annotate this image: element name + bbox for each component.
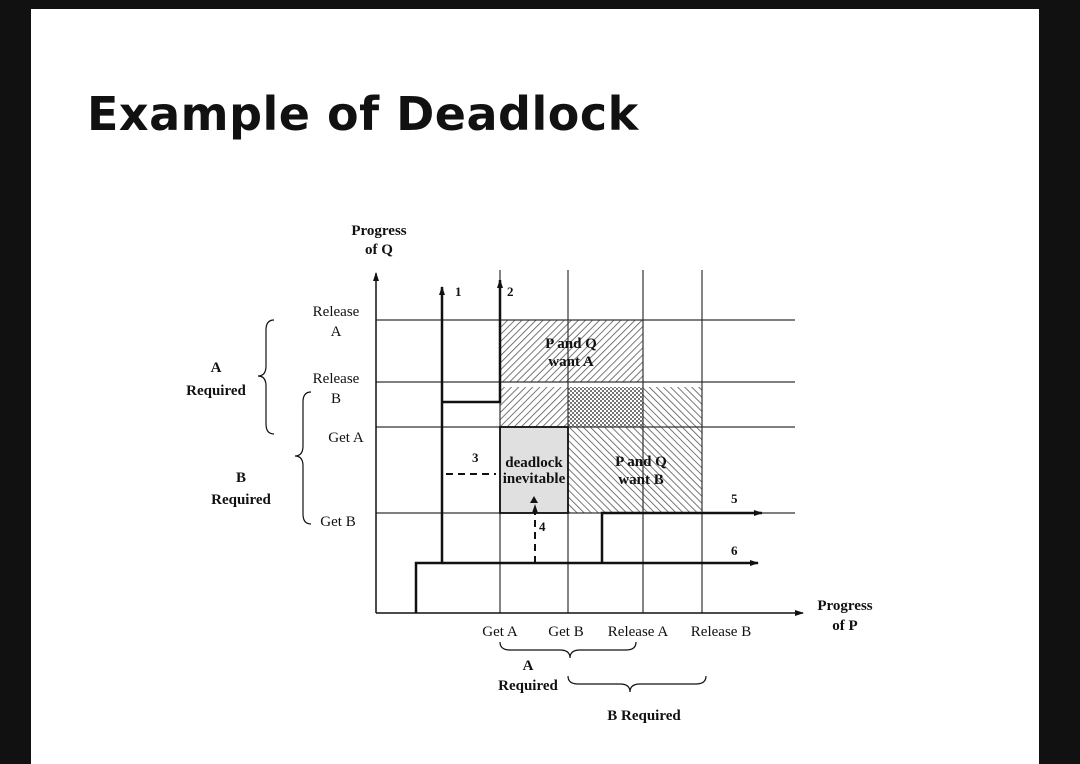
x-tick-get-b: Get B bbox=[548, 624, 583, 640]
path-2 bbox=[442, 279, 503, 404]
region-labels: P and Q want A P and Q want B deadlock i… bbox=[503, 336, 667, 503]
x-tick-release-b: Release B bbox=[691, 624, 751, 640]
path-label-4: 4 bbox=[539, 519, 546, 534]
y-tick-get-a: Get A bbox=[328, 430, 364, 446]
axis-titles: Progress of Q Progress of P bbox=[351, 223, 872, 634]
left-braces bbox=[257, 319, 312, 525]
y-tick-release-a-2: A bbox=[331, 324, 342, 340]
a-required-left-2: Required bbox=[186, 383, 246, 399]
b-required-bottom: B Required bbox=[607, 708, 681, 724]
y-axis-title-line1: Progress bbox=[351, 223, 406, 239]
bottom-braces bbox=[499, 641, 707, 693]
a-required-bottom-2: Required bbox=[498, 678, 558, 694]
y-tick-release-a-1: Release bbox=[313, 304, 360, 320]
pq-want-b-line2: want B bbox=[618, 472, 663, 488]
brace-b-required bbox=[294, 391, 312, 525]
left-brace-labels: A Required B Required bbox=[186, 360, 271, 508]
b-required-left-1: B bbox=[236, 470, 246, 486]
region-pq-want-a bbox=[500, 320, 643, 382]
y-axis-title-line2: of Q bbox=[365, 242, 393, 258]
region-overlap-left bbox=[500, 387, 568, 427]
region-pq-want-b bbox=[568, 427, 702, 513]
path-5 bbox=[600, 510, 763, 563]
region-overlap-mid bbox=[568, 387, 643, 427]
pq-want-a-line1: P and Q bbox=[545, 336, 597, 352]
deadlock-line2: inevitable bbox=[503, 471, 566, 487]
region-overlap-right bbox=[643, 387, 702, 427]
y-tick-release-b-2: B bbox=[331, 391, 341, 407]
brace-a-required bbox=[257, 319, 275, 435]
path-label-2: 2 bbox=[507, 284, 514, 299]
a-required-bottom-1: A bbox=[523, 658, 534, 674]
a-required-left-1: A bbox=[211, 360, 222, 376]
path-label-1: 1 bbox=[455, 284, 462, 299]
x-axis-title-line1: Progress bbox=[817, 598, 872, 614]
slide-title: Example of Deadlock bbox=[87, 87, 639, 141]
deadlock-inner-arrow bbox=[530, 496, 538, 503]
slide: Example of Deadlock bbox=[31, 9, 1039, 764]
x-axis-title-line2: of P bbox=[832, 618, 857, 634]
b-required-left-2: Required bbox=[211, 492, 271, 508]
pq-want-b-line1: P and Q bbox=[615, 454, 667, 470]
axes bbox=[373, 272, 804, 616]
path-labels: 1 2 3 4 5 6 bbox=[455, 284, 738, 558]
path-1 bbox=[414, 286, 445, 613]
y-tick-release-b-1: Release bbox=[313, 371, 360, 387]
x-tick-release-a: Release A bbox=[608, 624, 669, 640]
brace-a-required-bottom bbox=[499, 641, 637, 659]
x-tick-get-a: Get A bbox=[482, 624, 518, 640]
path-label-6: 6 bbox=[731, 543, 738, 558]
execution-paths bbox=[414, 279, 763, 613]
pq-want-a-line2: want A bbox=[548, 354, 594, 370]
brace-b-required-bottom bbox=[567, 675, 707, 693]
deadlock-line1: deadlock bbox=[505, 455, 563, 471]
path-label-5: 5 bbox=[731, 491, 738, 506]
y-tick-get-b: Get B bbox=[320, 514, 355, 530]
x-tick-labels: Get A Get B Release A Release B bbox=[482, 624, 751, 640]
bottom-brace-labels: A Required B Required bbox=[498, 658, 681, 724]
path-label-3: 3 bbox=[472, 450, 479, 465]
y-tick-labels: Release A Release B Get A Get B bbox=[313, 304, 364, 530]
grid bbox=[376, 270, 795, 613]
